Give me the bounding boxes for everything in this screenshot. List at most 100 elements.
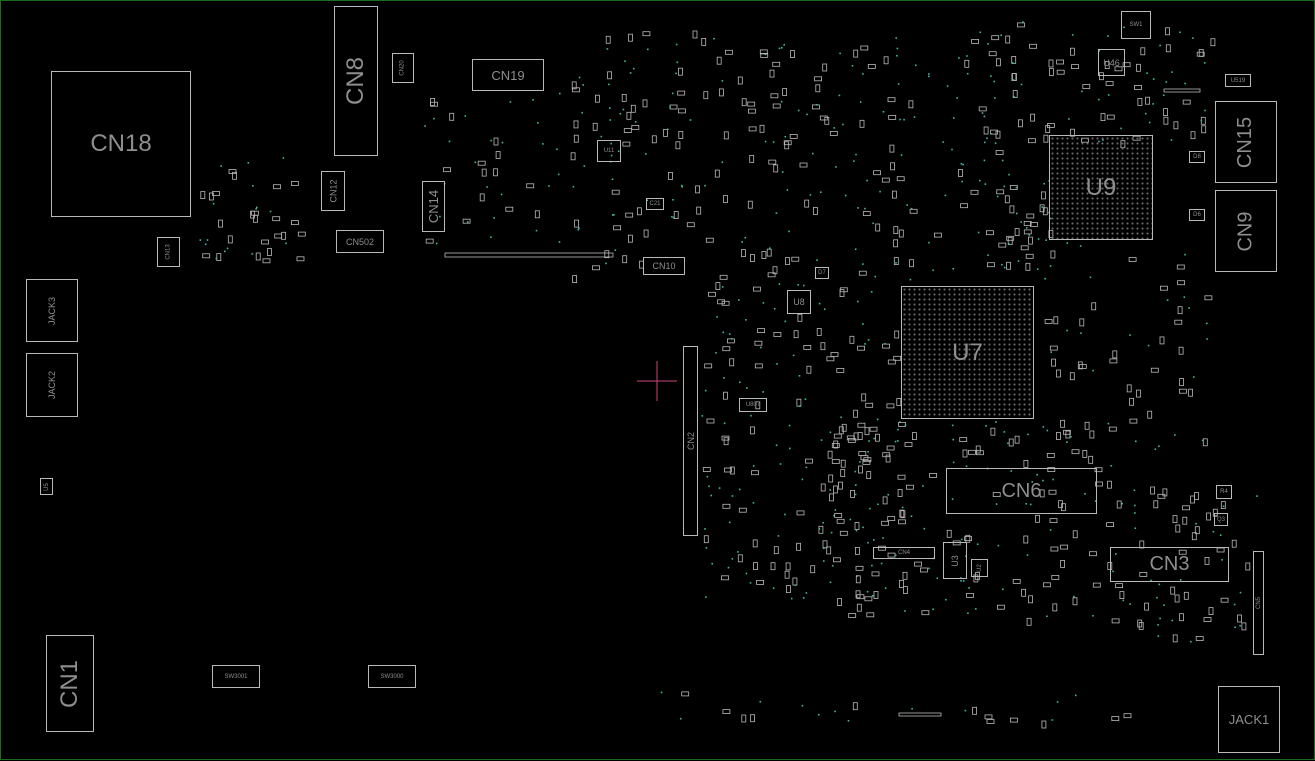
connector-cn12[interactable]: CN12 [321, 171, 345, 211]
connector-cn3[interactable]: CN3 [1110, 547, 1229, 582]
switch-sw3000[interactable]: SW3000 [368, 665, 416, 688]
via-dot [801, 704, 804, 707]
smd-pad [1108, 426, 1117, 432]
via-dot [815, 104, 818, 106]
smd-pad [1011, 56, 1017, 64]
via-dot [996, 195, 999, 198]
smd-pad [855, 590, 861, 599]
via-dot [983, 159, 986, 162]
smd-pad [866, 471, 872, 480]
connector-cn502[interactable]: CN502 [336, 230, 384, 253]
smd-pad [833, 557, 841, 563]
connector-cn18[interactable]: CN18 [51, 71, 191, 217]
smd-pad [899, 509, 905, 518]
smd-pad [1041, 720, 1047, 729]
connector-cn6[interactable]: CN6 [946, 468, 1097, 514]
via-dot [869, 507, 871, 510]
connector-cn15[interactable]: CN15 [1215, 101, 1277, 183]
smd-pad [725, 49, 733, 55]
connector-cn13[interactable]: CN13 [157, 237, 180, 267]
via-dot [958, 57, 960, 59]
via-dot [1256, 495, 1258, 497]
via-dot [1123, 26, 1125, 29]
smd-pad [964, 536, 972, 541]
chip-u807[interactable]: U807 [739, 398, 767, 412]
smd-pad [849, 335, 855, 344]
smd-pad [1088, 455, 1094, 464]
via-dot [1098, 49, 1100, 52]
diode-d8[interactable]: D8 [1189, 151, 1205, 163]
jack-jack2[interactable]: JACK2 [26, 353, 78, 417]
via-dot [960, 580, 962, 582]
via-dot [789, 447, 791, 450]
via-dot [1212, 530, 1215, 533]
connector-cn9[interactable]: CN9 [1215, 190, 1277, 272]
via-dot [1092, 615, 1094, 617]
via-dot [854, 493, 857, 496]
switch-sw1[interactable]: SW1 [1121, 11, 1151, 39]
smd-pad [755, 401, 761, 410]
smd-pad [898, 519, 906, 525]
jack-jack3[interactable]: JACK3 [26, 279, 78, 342]
via-dot [1121, 502, 1123, 505]
pad-strip [898, 712, 942, 717]
jack-jack1[interactable]: JACK1 [1218, 686, 1280, 753]
via-dot [251, 253, 254, 255]
smd-pad [883, 56, 889, 65]
switch-sw3001[interactable]: SW3001 [212, 665, 260, 688]
smd-pad [1017, 22, 1025, 28]
smd-pad [1056, 369, 1061, 378]
connector-cn14[interactable]: CN14 [422, 181, 445, 232]
via-dot [537, 122, 539, 124]
chip-u5[interactable]: U5 [40, 478, 53, 495]
chip-u7[interactable]: U7 [901, 286, 1034, 419]
via-dot [961, 538, 963, 541]
smd-pad [741, 249, 746, 258]
capacitor-c21[interactable]: C21 [646, 198, 664, 210]
connector-cn4[interactable]: CN4 [873, 547, 935, 559]
diode-d6[interactable]: D6 [1189, 209, 1205, 221]
via-dot [823, 560, 825, 562]
via-dot [823, 547, 825, 550]
connector-cn10[interactable]: CN10 [643, 257, 685, 275]
smd-pad [1026, 617, 1032, 626]
via-dot [738, 299, 740, 301]
chip-u9[interactable]: U9 [1049, 135, 1153, 240]
smd-pad [574, 219, 579, 228]
via-dot [855, 153, 857, 156]
smd-pad [856, 594, 865, 600]
chip-u11[interactable]: U11 [597, 140, 621, 162]
via-dot [1203, 62, 1206, 64]
u807-label: U807 [745, 402, 761, 408]
via-dot [548, 185, 550, 187]
connector-cn20[interactable]: CN20 [392, 53, 414, 83]
connector-cn1[interactable]: CN1 [46, 635, 94, 732]
transistor-q3[interactable]: Q3 [1214, 513, 1228, 526]
smd-pad [834, 513, 843, 518]
connector-cn19[interactable]: CN19 [472, 59, 544, 91]
smd-pad [218, 219, 223, 228]
connector-cn5[interactable]: CN5 [1253, 551, 1264, 655]
smd-pad [857, 345, 865, 351]
smd-pad [987, 262, 995, 268]
resistor-r4[interactable]: R4 [1216, 485, 1232, 499]
via-dot [1107, 422, 1110, 425]
diode-d7[interactable]: D7 [815, 267, 829, 279]
via-dot [749, 582, 752, 584]
chip-u2[interactable]: U2 [971, 559, 988, 577]
via-dot [622, 108, 625, 111]
chip-u519[interactable]: U519 [1225, 74, 1251, 87]
chip-u46[interactable]: U46 [1098, 49, 1125, 76]
via-dot [928, 75, 930, 78]
via-dot [500, 193, 503, 196]
via-dot [906, 204, 908, 206]
chip-u3[interactable]: U3 [943, 542, 967, 579]
chip-u8[interactable]: U8 [787, 290, 811, 314]
smd-pad [1190, 131, 1196, 140]
via-dot [944, 194, 947, 197]
smd-pad [958, 169, 963, 177]
smd-pad [1157, 493, 1166, 499]
via-dot [967, 612, 969, 614]
connector-cn8[interactable]: CN8 [334, 6, 378, 156]
connector-cn2[interactable]: CN2 [683, 346, 698, 536]
